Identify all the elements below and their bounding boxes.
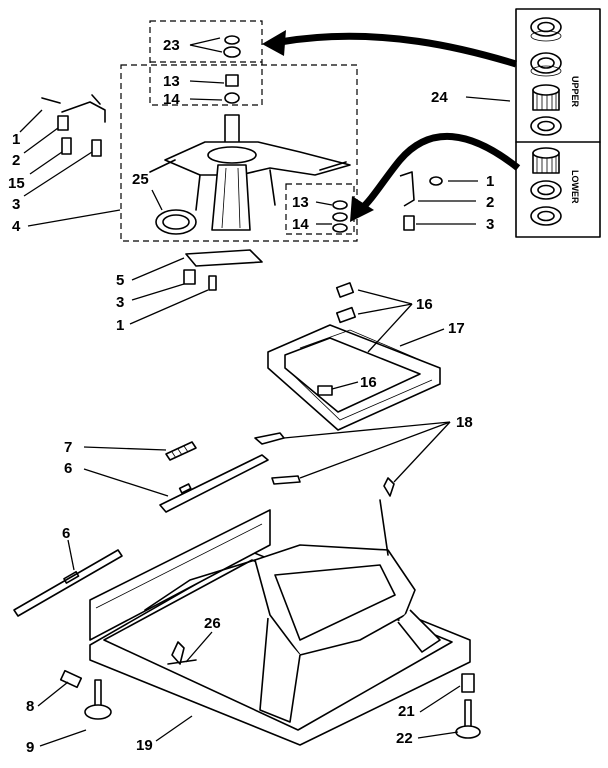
callout-2-right: 2 — [486, 194, 494, 211]
callout-3-left: 3 — [12, 196, 20, 213]
callout-4: 4 — [12, 218, 21, 235]
motor-clip-upper-left — [41, 94, 106, 157]
callout-25: 25 — [132, 171, 149, 188]
callout-1-left: 1 — [12, 131, 20, 148]
motor-clip-right — [399, 171, 443, 231]
clips-16 — [335, 282, 357, 324]
callout-1-right: 1 — [486, 173, 494, 190]
callout-8: 8 — [26, 698, 34, 715]
spring-7 — [165, 441, 197, 461]
callout-13-upper: 13 — [163, 73, 180, 90]
callout-14-lower: 14 — [292, 216, 309, 233]
callout-3-right: 3 — [486, 216, 494, 233]
base-frame — [89, 499, 471, 746]
callout-16-lower: 16 — [360, 374, 377, 391]
lower-bearings — [530, 147, 562, 226]
callout-16-upper: 16 — [416, 296, 433, 313]
callout-2-left: 2 — [12, 152, 20, 169]
callout-9: 9 — [26, 739, 34, 756]
callout-18: 18 — [456, 414, 473, 431]
callout-26: 26 — [204, 615, 221, 632]
callout-5: 5 — [116, 272, 124, 289]
callout-15: 15 — [8, 175, 25, 192]
leveling-foot-right — [455, 673, 481, 739]
slide-6-upper — [159, 454, 269, 513]
small-bearings-upper — [223, 35, 241, 104]
callout-1-lower: 1 — [116, 317, 124, 334]
callout-21: 21 — [398, 703, 415, 720]
curved-arrow-upper — [262, 30, 518, 68]
callout-7: 7 — [64, 439, 72, 456]
lower-inset-box — [285, 183, 355, 235]
curved-arrow-lower — [350, 132, 521, 222]
transmission-assembly — [149, 114, 351, 231]
upper-bearings — [530, 17, 562, 136]
slide-6-lower — [13, 549, 123, 617]
callout-labels: 23 13 14 1 2 15 3 25 4 24 1 2 3 13 14 5 … — [8, 37, 494, 756]
lower-label: LOWER — [570, 170, 580, 204]
upper-label: UPPER — [570, 76, 580, 108]
part-26 — [167, 641, 197, 665]
callout-22: 22 — [396, 730, 413, 747]
seal-ring — [155, 209, 197, 235]
leveling-foot-left — [59, 669, 112, 720]
callout-14-upper: 14 — [163, 91, 180, 108]
leader-lines — [19, 37, 511, 747]
callout-24: 24 — [431, 89, 448, 106]
pads-18 — [254, 432, 395, 497]
callout-6-lower: 6 — [62, 525, 70, 542]
small-bearings-lower — [332, 200, 348, 233]
transmission-inset-box — [120, 64, 358, 242]
callout-13-lower: 13 — [292, 194, 309, 211]
bracket-lower — [183, 249, 263, 291]
callout-23: 23 — [163, 37, 180, 54]
upper-inset-box — [149, 20, 263, 106]
bearing-kit-box: UPPER LOWER — [515, 8, 601, 238]
callout-17: 17 — [448, 320, 465, 337]
callout-6-upper: 6 — [64, 460, 72, 477]
callout-19: 19 — [136, 737, 153, 754]
callout-3-lower: 3 — [116, 294, 124, 311]
suspension-frame — [267, 324, 441, 431]
